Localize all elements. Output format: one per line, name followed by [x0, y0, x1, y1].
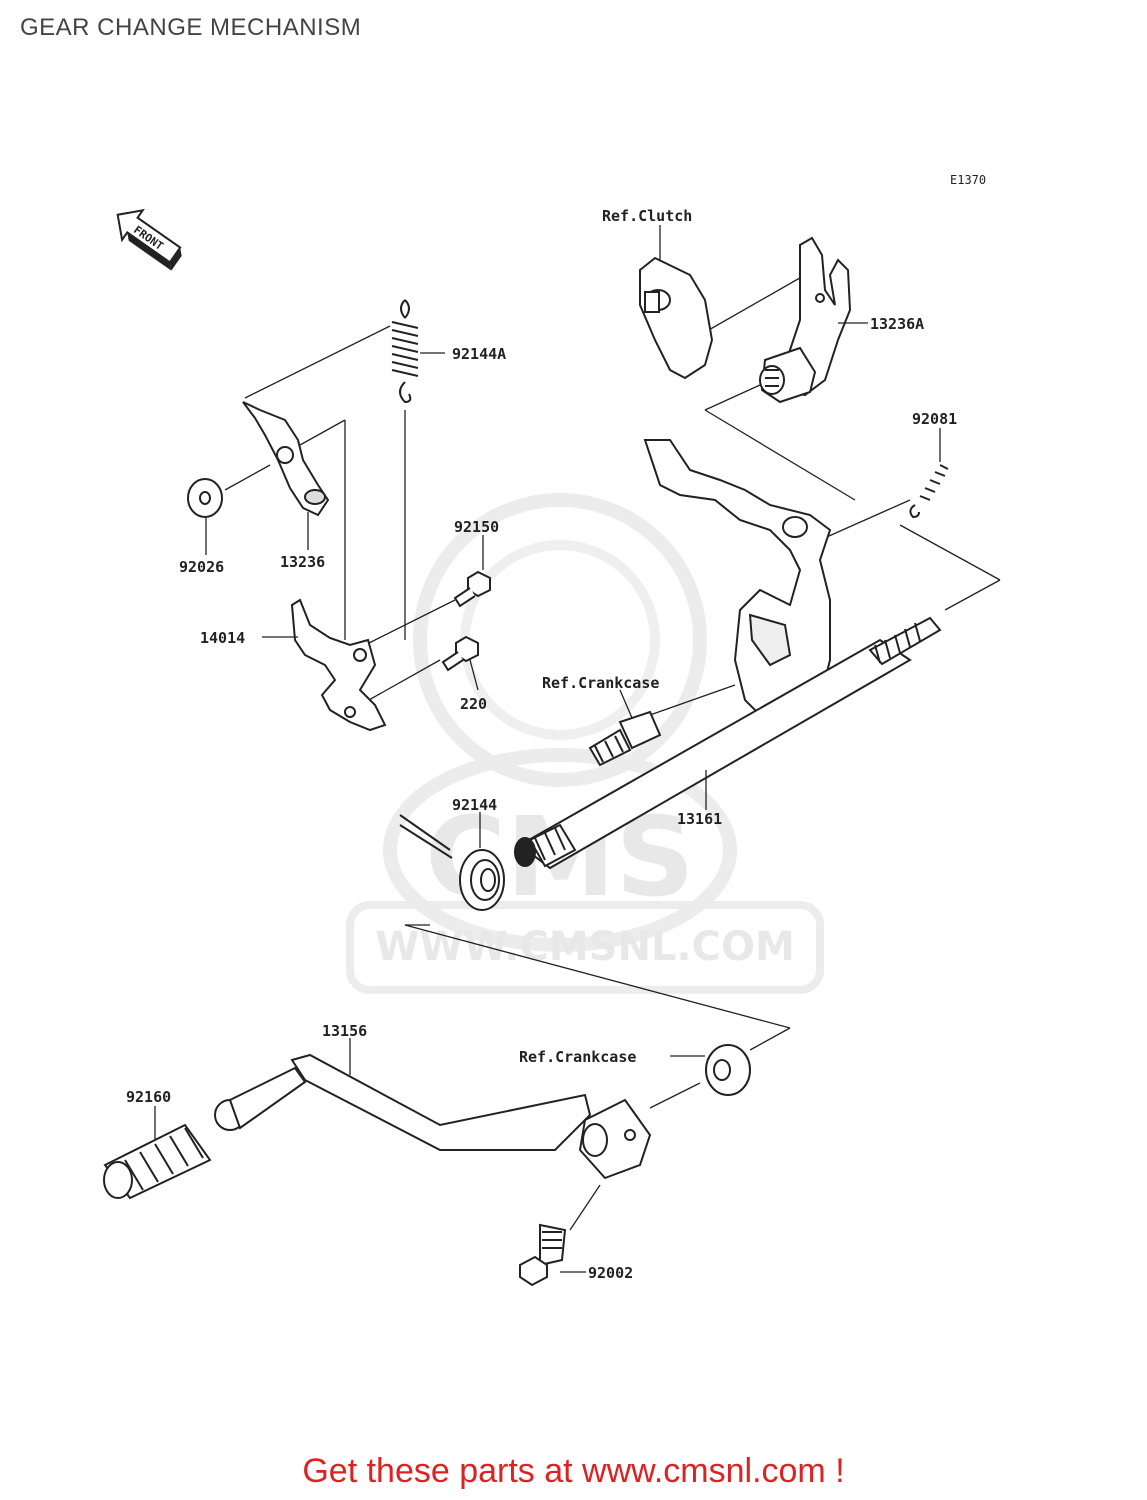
- bolt-220: [441, 635, 479, 672]
- rubber-92160: [103, 1123, 212, 1200]
- spring-92081: [909, 464, 949, 519]
- label-13236a: 13236A: [870, 315, 924, 333]
- spring-92144a: [391, 299, 419, 404]
- label-92150: 92150: [454, 518, 499, 536]
- pedal-13156: [214, 1053, 652, 1180]
- footer-cta-link[interactable]: Get these parts at www.cmsnl.com !: [302, 1452, 845, 1490]
- label-ref-crankcase-2: Ref.Crankcase: [519, 1048, 636, 1066]
- watermark-url: WWW.CMSNL.COM: [375, 924, 795, 970]
- clutch-plate: [639, 256, 714, 380]
- shaft-13161: [514, 616, 942, 870]
- label-92160: 92160: [126, 1088, 171, 1106]
- label-92002: 92002: [588, 1264, 633, 1282]
- label-13156: 13156: [322, 1022, 367, 1040]
- label-13236: 13236: [280, 553, 325, 571]
- label-92081: 92081: [912, 410, 957, 428]
- label-92026: 92026: [179, 558, 224, 576]
- label-ref-clutch: Ref.Clutch: [602, 207, 692, 225]
- leader-lines: [224, 274, 1001, 1231]
- spring-92144: [399, 814, 505, 911]
- label-220: 220: [460, 695, 487, 713]
- bracket-14014: [290, 598, 387, 732]
- page-title: GEAR CHANGE MECHANISM: [20, 14, 362, 41]
- bolt-92150: [453, 570, 491, 608]
- label-ref-crankcase-1: Ref.Crankcase: [542, 674, 659, 692]
- washer-92026: [187, 478, 223, 518]
- front-arrow-icon: FRONT: [116, 208, 182, 271]
- shift-lever: [643, 439, 832, 727]
- parts-diagram: CMS WWW.CMSNL.COM E1370 FRONT: [103, 173, 1001, 1287]
- label-13161: 13161: [677, 810, 722, 828]
- crankcase-pin: [588, 710, 662, 767]
- diagram-code: E1370: [950, 173, 986, 187]
- collar: [759, 346, 817, 404]
- arm-13236: [242, 401, 330, 517]
- bolt-92002: [519, 1223, 567, 1287]
- label-92144: 92144: [452, 796, 497, 814]
- label-92144a: 92144A: [452, 345, 506, 363]
- washer-crankcase: [705, 1044, 751, 1096]
- label-14014: 14014: [200, 629, 245, 647]
- label-leaders: [154, 225, 941, 1273]
